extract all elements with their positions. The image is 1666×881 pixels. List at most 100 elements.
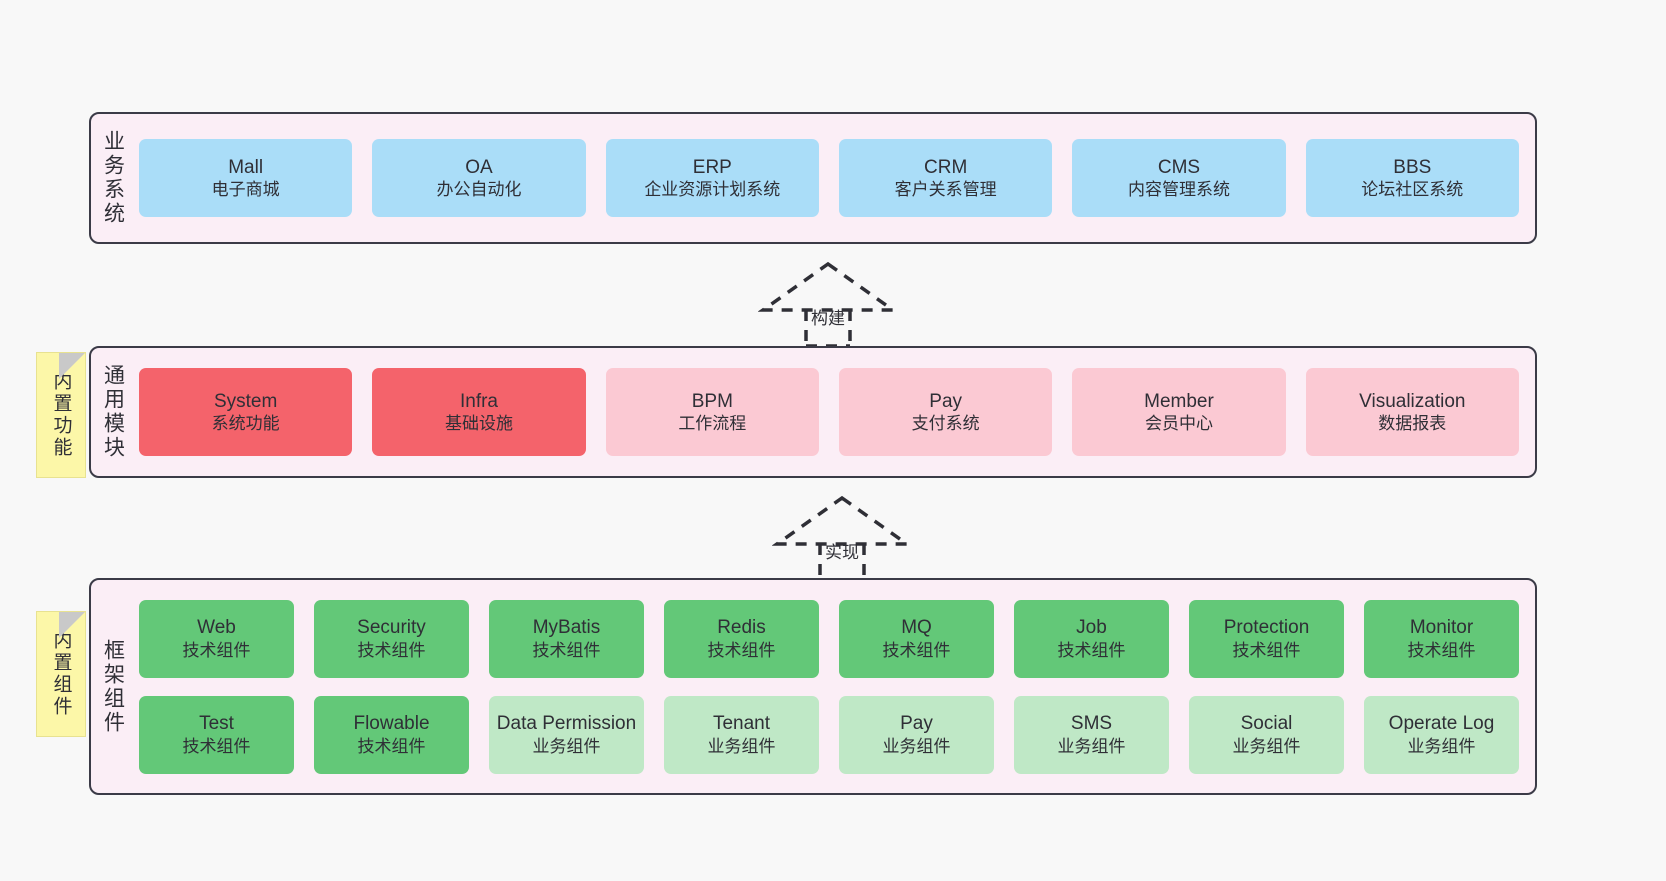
node-mall[interactable]: Mall 电子商城	[139, 139, 353, 217]
arrow-head-triangle	[758, 261, 898, 312]
connector-implement: 实现	[772, 492, 912, 582]
node-title: Redis	[717, 617, 766, 639]
node-subtitle: 电子商城	[211, 180, 280, 200]
node-subtitle: 技术组件	[532, 640, 601, 660]
node-title: Monitor	[1409, 617, 1474, 639]
node-subtitle: 工作流程	[678, 414, 747, 434]
node-subtitle: 技术组件	[1407, 640, 1476, 660]
node-title: Data Permission	[496, 713, 637, 735]
node-bbs[interactable]: BBS 论坛社区系统	[1305, 139, 1519, 217]
node-job[interactable]: Job 技术组件	[1014, 599, 1169, 678]
node-data-permission[interactable]: Data Permission 业务组件	[489, 695, 644, 774]
row-business-components: Test 技术组件 Flowable 技术组件 Data Permission …	[139, 695, 1519, 774]
sticky-note-builtin-components: 内置组件	[36, 611, 86, 737]
node-title: MyBatis	[532, 617, 601, 639]
node-subtitle: 支付系统	[911, 414, 980, 434]
node-title: Protection	[1223, 617, 1310, 639]
node-pay-module[interactable]: Pay 支付系统	[838, 368, 1053, 456]
node-sms[interactable]: SMS 业务组件	[1014, 695, 1169, 774]
node-monitor[interactable]: Monitor 技术组件	[1364, 599, 1519, 678]
node-pay-component[interactable]: Pay 业务组件	[839, 695, 994, 774]
node-erp[interactable]: ERP 企业资源计划系统	[605, 139, 819, 217]
node-title: Pay	[900, 713, 933, 735]
node-title: Security	[357, 617, 426, 639]
arrow-head-triangle	[772, 495, 912, 546]
row-technical-components: Web 技术组件 Security 技术组件 MyBatis 技术组件 Redi…	[139, 599, 1519, 678]
connector-build-label: 构建	[811, 309, 845, 328]
node-subtitle: 技术组件	[882, 640, 951, 660]
node-member[interactable]: Member 会员中心	[1072, 368, 1286, 456]
node-title: CRM	[924, 156, 968, 178]
node-subtitle: 数据报表	[1378, 414, 1447, 434]
node-title: Social	[1240, 713, 1293, 735]
node-social[interactable]: Social 业务组件	[1189, 695, 1344, 774]
node-mq[interactable]: MQ 技术组件	[839, 599, 994, 678]
node-infra[interactable]: Infra 基础设施	[372, 368, 586, 456]
node-test[interactable]: Test 技术组件	[139, 695, 294, 774]
node-title: Test	[199, 713, 234, 735]
node-flowable[interactable]: Flowable 技术组件	[314, 695, 469, 774]
node-redis[interactable]: Redis 技术组件	[664, 599, 819, 678]
node-title: Web	[197, 617, 236, 639]
node-title: Visualization	[1359, 390, 1466, 412]
node-subtitle: 技术组件	[357, 736, 426, 756]
node-cms[interactable]: CMS 内容管理系统	[1072, 139, 1286, 217]
layer-label-common-modules: 通用模块	[101, 364, 125, 460]
node-protection[interactable]: Protection 技术组件	[1189, 599, 1344, 678]
node-tenant[interactable]: Tenant 业务组件	[664, 695, 819, 774]
node-title: BPM	[691, 390, 733, 412]
node-title: Member	[1144, 390, 1214, 412]
node-title: Tenant	[712, 713, 771, 735]
node-subtitle: 业务组件	[1232, 736, 1301, 756]
node-subtitle: 业务组件	[882, 736, 951, 756]
node-subtitle: 技术组件	[357, 640, 426, 660]
layer-framework-components: 框架组件 Web 技术组件 Security 技术组件 MyBatis 技术组件…	[89, 578, 1537, 795]
node-subtitle: 业务组件	[1057, 736, 1126, 756]
node-operate-log[interactable]: Operate Log 业务组件	[1364, 695, 1519, 774]
node-subtitle: 系统功能	[211, 414, 280, 434]
node-subtitle: 业务组件	[532, 736, 601, 756]
node-web[interactable]: Web 技术组件	[139, 599, 294, 678]
node-subtitle: 内容管理系统	[1127, 180, 1230, 200]
node-title: Flowable	[353, 713, 430, 735]
sticky-note-text: 内置功能	[50, 371, 72, 459]
layer-body-business-systems: Mall 电子商城 OA 办公自动化 ERP 企业资源计划系统 CRM 客户关系…	[135, 114, 1535, 242]
node-title: MQ	[901, 617, 932, 639]
node-security[interactable]: Security 技术组件	[314, 599, 469, 678]
node-title: CMS	[1157, 156, 1201, 178]
node-title: Mall	[228, 156, 264, 178]
node-crm[interactable]: CRM 客户关系管理	[838, 139, 1053, 217]
node-title: OA	[465, 156, 493, 178]
node-subtitle: 技术组件	[707, 640, 776, 660]
node-subtitle: 企业资源计划系统	[644, 180, 781, 200]
layer-label-framework-components: 框架组件	[101, 638, 125, 735]
node-mybatis[interactable]: MyBatis 技术组件	[489, 599, 644, 678]
layer-body-framework-components: Web 技术组件 Security 技术组件 MyBatis 技术组件 Redi…	[135, 580, 1535, 793]
layer-label-business-systems: 业务系统	[101, 130, 125, 226]
node-title: Operate Log	[1388, 713, 1495, 735]
node-bpm[interactable]: BPM 工作流程	[605, 368, 819, 456]
connector-build: 构建	[758, 258, 898, 348]
node-subtitle: 会员中心	[1144, 414, 1213, 434]
node-subtitle: 技术组件	[1232, 640, 1301, 660]
node-title: BBS	[1393, 156, 1432, 178]
node-oa[interactable]: OA 办公自动化	[372, 139, 586, 217]
node-visualization[interactable]: Visualization 数据报表	[1305, 368, 1519, 456]
row-common-modules: System 系统功能 Infra 基础设施 BPM 工作流程 Pay 支付系统…	[139, 368, 1519, 456]
node-subtitle: 技术组件	[1057, 640, 1126, 660]
node-title: ERP	[692, 156, 732, 178]
node-subtitle: 论坛社区系统	[1361, 180, 1464, 200]
layer-business-systems: 业务系统 Mall 电子商城 OA 办公自动化 ERP 企业资源计划系统 CRM…	[89, 112, 1537, 244]
node-title: Pay	[929, 390, 963, 412]
node-subtitle: 业务组件	[1407, 736, 1476, 756]
layer-body-common-modules: System 系统功能 Infra 基础设施 BPM 工作流程 Pay 支付系统…	[135, 348, 1535, 476]
node-title: System	[213, 390, 278, 412]
sticky-note-text: 内置组件	[50, 630, 72, 718]
node-system[interactable]: System 系统功能	[139, 368, 353, 456]
sticky-note-builtin-features: 内置功能	[36, 352, 86, 478]
node-subtitle: 业务组件	[707, 736, 776, 756]
node-title: Infra	[459, 390, 498, 412]
connector-implement-label: 实现	[825, 543, 859, 562]
layer-common-modules: 通用模块 System 系统功能 Infra 基础设施 BPM 工作流程 Pay…	[89, 346, 1537, 478]
